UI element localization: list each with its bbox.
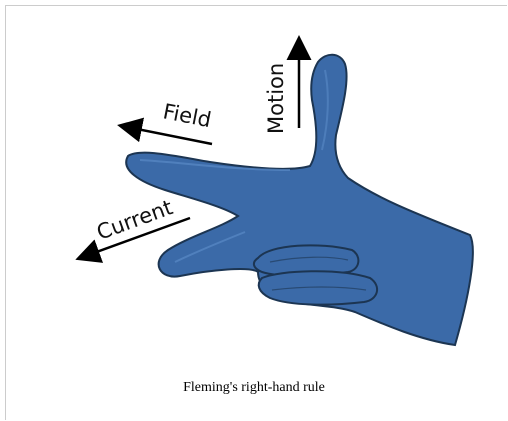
motion-label: Motion <box>264 63 288 134</box>
curled-finger-2 <box>259 271 377 304</box>
field-label: Field <box>161 99 213 132</box>
figure-caption: Fleming's right-hand rule <box>0 380 508 396</box>
